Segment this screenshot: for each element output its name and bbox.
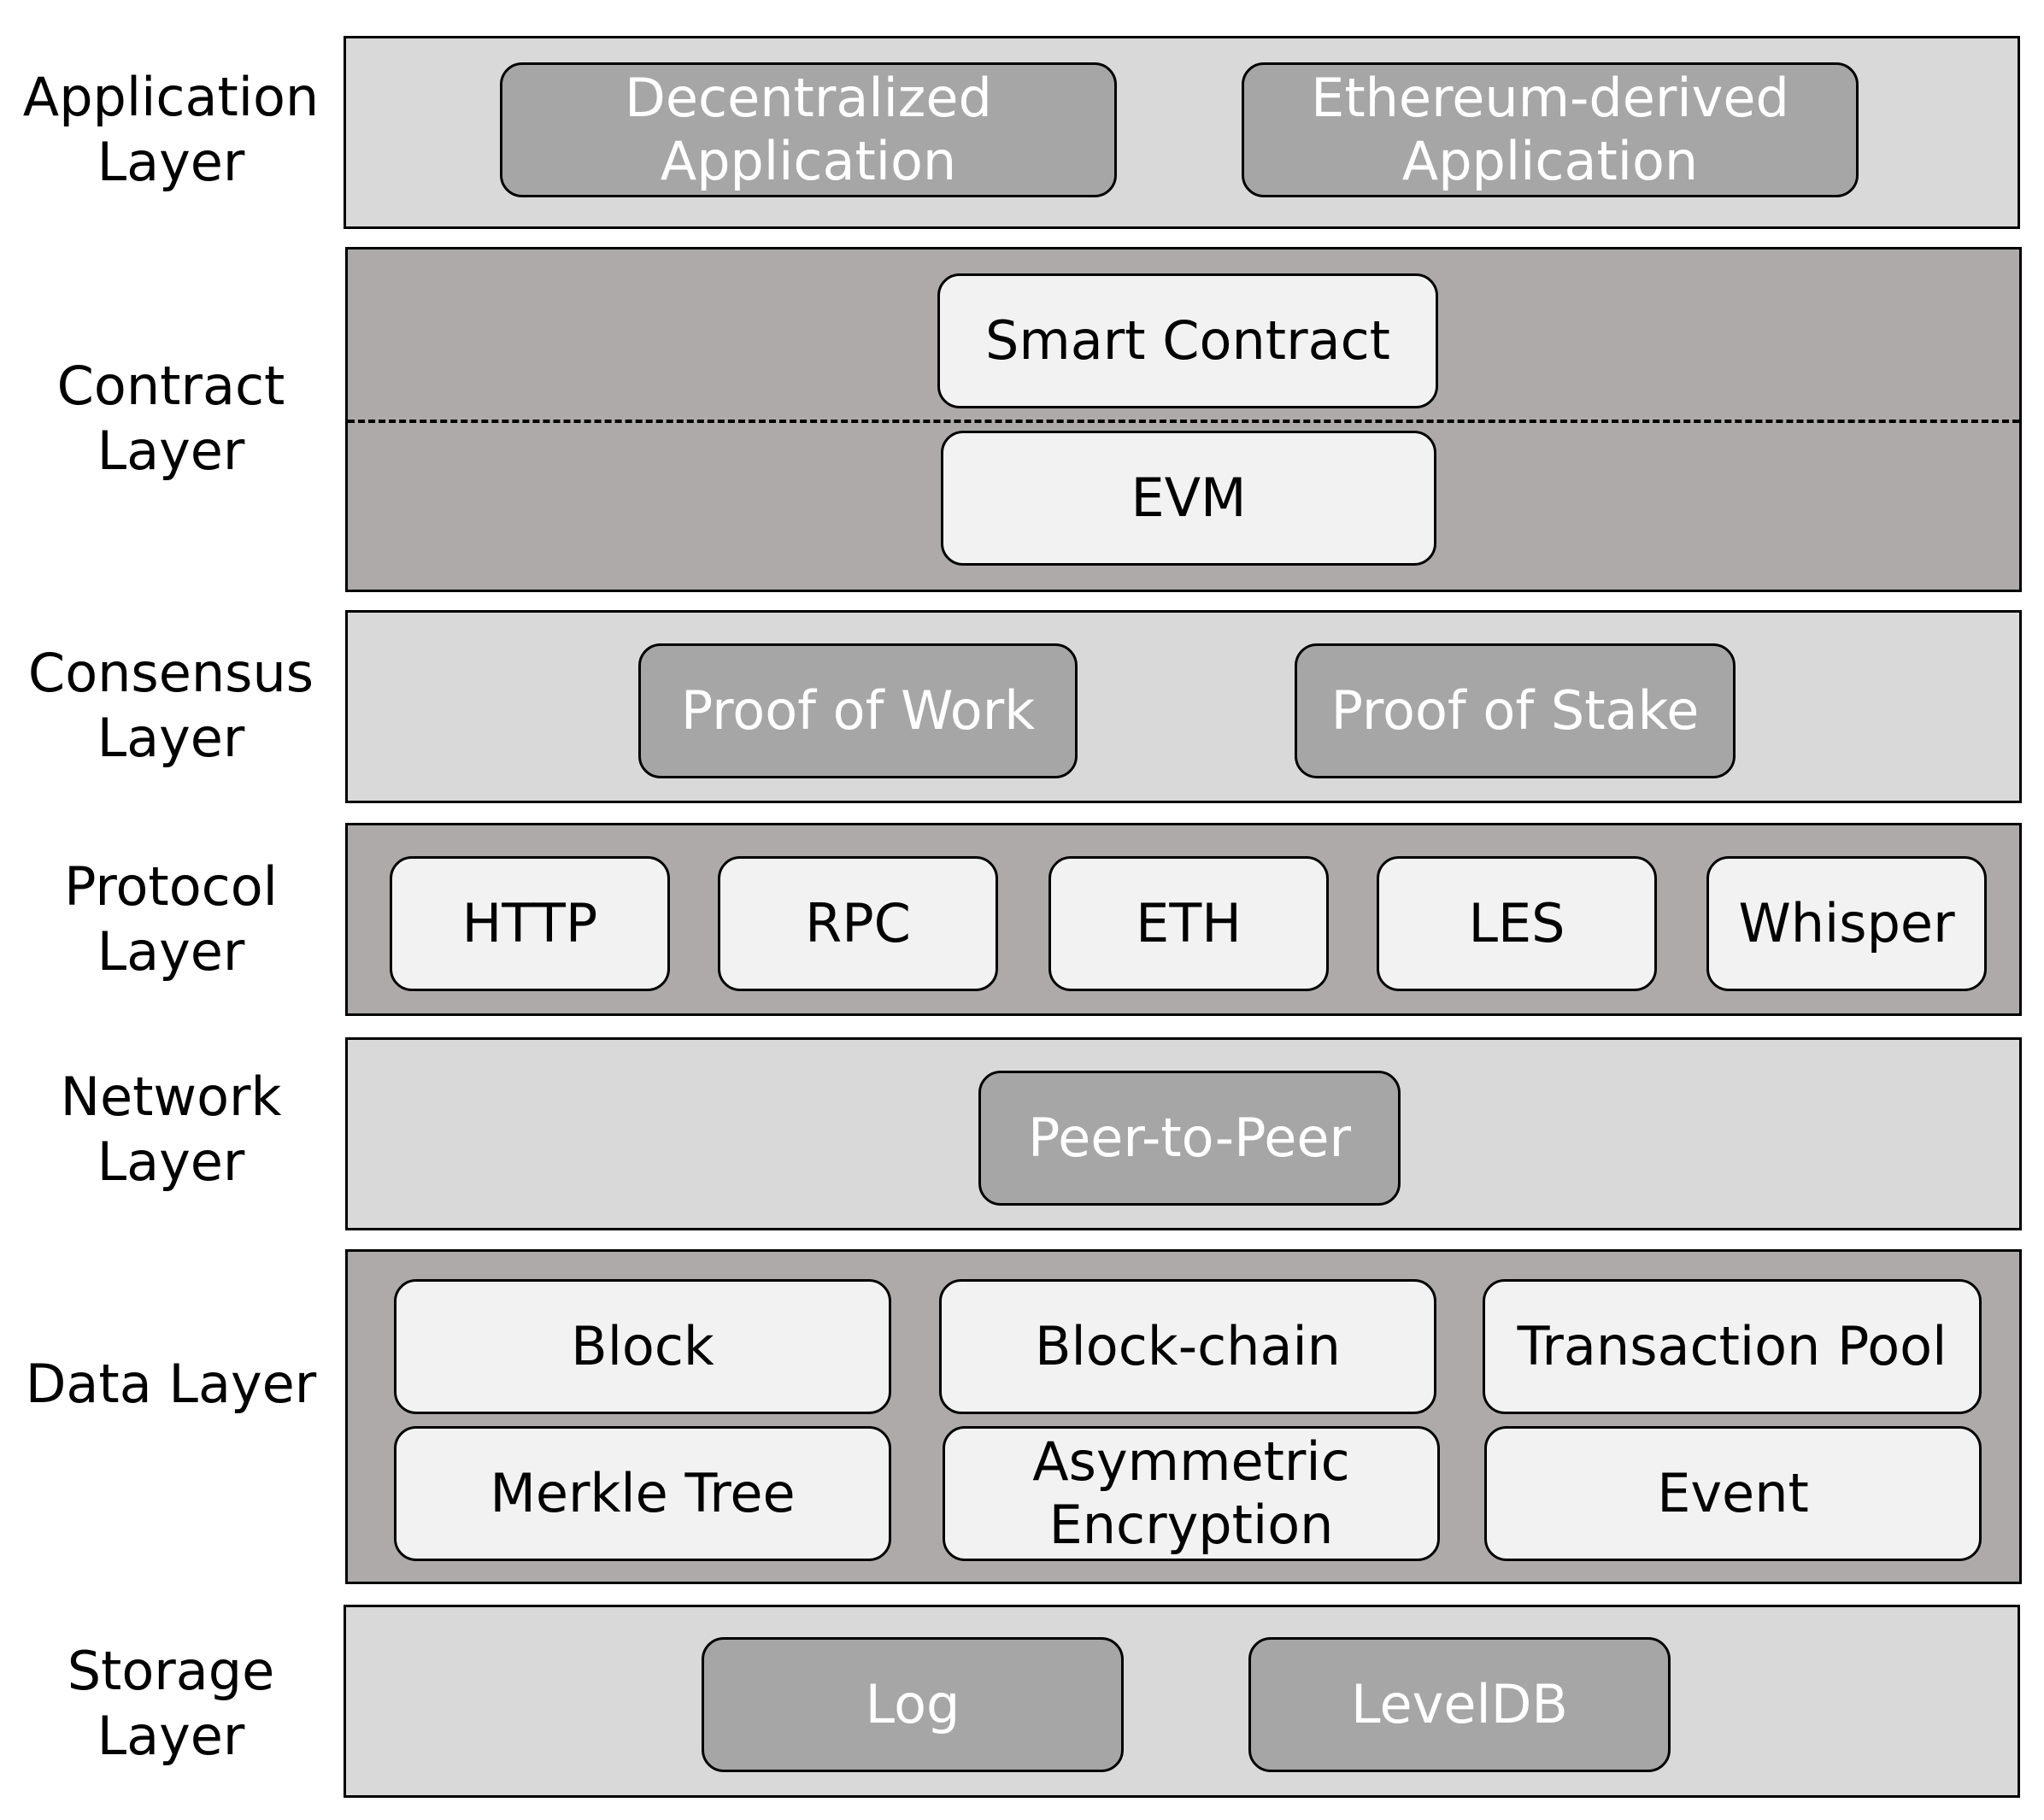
- storage-layer-label: Storage Layer: [67, 1640, 275, 1767]
- protocol-layer-band: HTTP RPC ETH LES Whisper: [345, 823, 2022, 1016]
- http-box: HTTP: [390, 856, 670, 991]
- contract-layer-band: Smart Contract EVM: [345, 247, 2022, 592]
- data-layer-band: Block Block-chain Transaction Pool Merkl…: [345, 1249, 2022, 1584]
- ethereum-derived-application-box: Ethereum-derived Application: [1242, 62, 1859, 197]
- contract-layer-divider: [348, 420, 2019, 423]
- block-chain-box: Block-chain: [939, 1279, 1436, 1414]
- network-layer-band: Peer-to-Peer: [345, 1037, 2022, 1230]
- peer-to-peer-box: Peer-to-Peer: [978, 1071, 1401, 1206]
- event-box: Event: [1484, 1426, 1982, 1561]
- eth-box: ETH: [1048, 856, 1329, 991]
- data-layer-label: Data Layer: [25, 1353, 317, 1415]
- merkle-tree-box: Merkle Tree: [394, 1426, 891, 1561]
- protocol-layer-label: Protocol Layer: [64, 855, 278, 983]
- whisper-box: Whisper: [1706, 856, 1987, 991]
- smart-contract-box: Smart Contract: [937, 273, 1438, 408]
- proof-of-stake-box: Proof of Stake: [1295, 643, 1736, 778]
- rpc-box: RPC: [718, 856, 998, 991]
- leveldb-box: LevelDB: [1248, 1637, 1671, 1772]
- log-box: Log: [702, 1637, 1124, 1772]
- application-layer-band: Decentralized Application Ethereum-deriv…: [344, 36, 2020, 229]
- les-box: LES: [1377, 856, 1657, 991]
- transaction-pool-box: Transaction Pool: [1483, 1279, 1982, 1414]
- asymmetric-encryption-box: Asymmetric Encryption: [943, 1426, 1440, 1561]
- decentralized-application-box: Decentralized Application: [500, 62, 1117, 197]
- block-box: Block: [394, 1279, 891, 1414]
- evm-box: EVM: [941, 431, 1436, 566]
- proof-of-work-box: Proof of Work: [638, 643, 1078, 778]
- network-layer-label: Network Layer: [60, 1066, 282, 1193]
- contract-layer-label: Contract Layer: [56, 355, 285, 482]
- storage-layer-band: Log LevelDB: [344, 1605, 2020, 1798]
- application-layer-label: Application Layer: [22, 66, 320, 193]
- consensus-layer-band: Proof of Work Proof of Stake: [345, 610, 2022, 803]
- consensus-layer-label: Consensus Layer: [27, 642, 314, 769]
